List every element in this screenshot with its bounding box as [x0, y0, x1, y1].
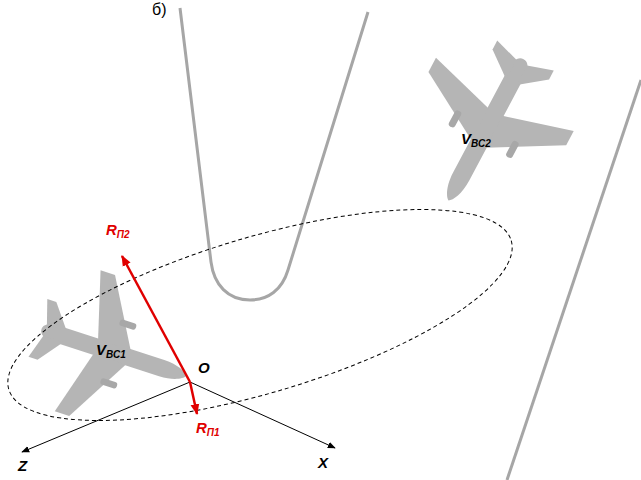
- velocity-label: VВС1: [96, 342, 126, 357]
- z-axis: [22, 382, 190, 452]
- force-vector-1: [190, 382, 197, 414]
- force-label: RП1: [196, 420, 220, 435]
- force-vector-2: [122, 256, 190, 382]
- protection-zone: [0, 166, 533, 464]
- origin-label: O: [198, 360, 210, 375]
- taxiway-line: [180, 8, 368, 300]
- x-axis: [190, 382, 335, 448]
- aircraft-1: [15, 257, 209, 446]
- velocity-label: VВС2: [461, 131, 491, 146]
- figure-letter: б): [152, 2, 167, 18]
- axis-label: X: [318, 455, 328, 470]
- force-label: RП2: [106, 222, 130, 237]
- axis-label: Z: [18, 458, 27, 473]
- aircraft-2: [380, 19, 595, 237]
